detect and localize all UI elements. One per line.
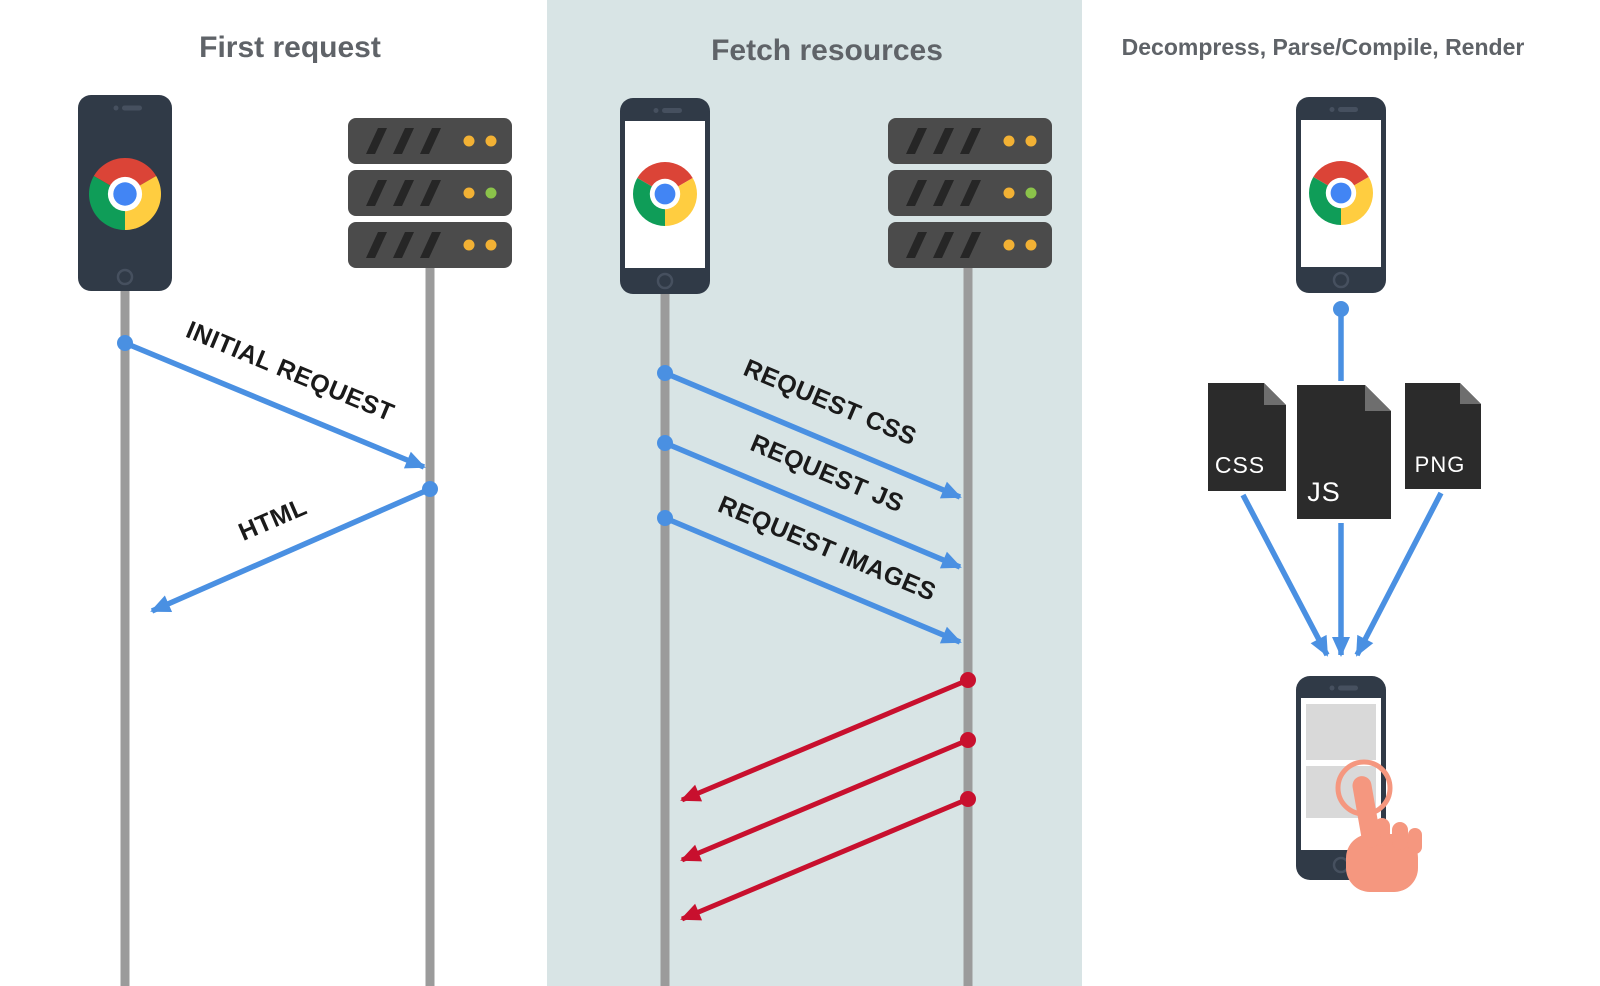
png-to-phone-arrow (1354, 491, 1444, 657)
tap-hand-icon (1335, 759, 1422, 892)
client-phone-icon (620, 98, 710, 294)
browser-phone-icon (1296, 97, 1386, 293)
client-phone-icon (78, 95, 172, 291)
response-arrow (680, 791, 976, 922)
file-icon-js: JS (1297, 385, 1391, 519)
file-icon-css: CSS (1208, 383, 1286, 491)
response-arrow (680, 732, 976, 863)
html-label: HTML (234, 493, 311, 547)
js-file-label: JS (1307, 477, 1341, 507)
arrow-start-dot (1333, 301, 1349, 317)
server-icon (348, 118, 512, 268)
fetch-resources-title: Fetch resources (711, 34, 943, 67)
file-icon-png: PNG (1405, 383, 1481, 489)
response-arrow (680, 672, 976, 803)
wireframe-box (1306, 704, 1376, 760)
first-request-title: First request (199, 31, 381, 64)
server-icon (888, 118, 1052, 268)
initial-request-arrow: INITIAL REQUEST (117, 316, 426, 470)
png-file-label: PNG (1415, 452, 1466, 477)
css-file-label: CSS (1215, 452, 1265, 478)
html-response-arrow: HTML (150, 481, 438, 614)
css-to-phone-arrow (1240, 493, 1330, 657)
render-title: Decompress, Parse/Compile, Render (1122, 34, 1525, 60)
